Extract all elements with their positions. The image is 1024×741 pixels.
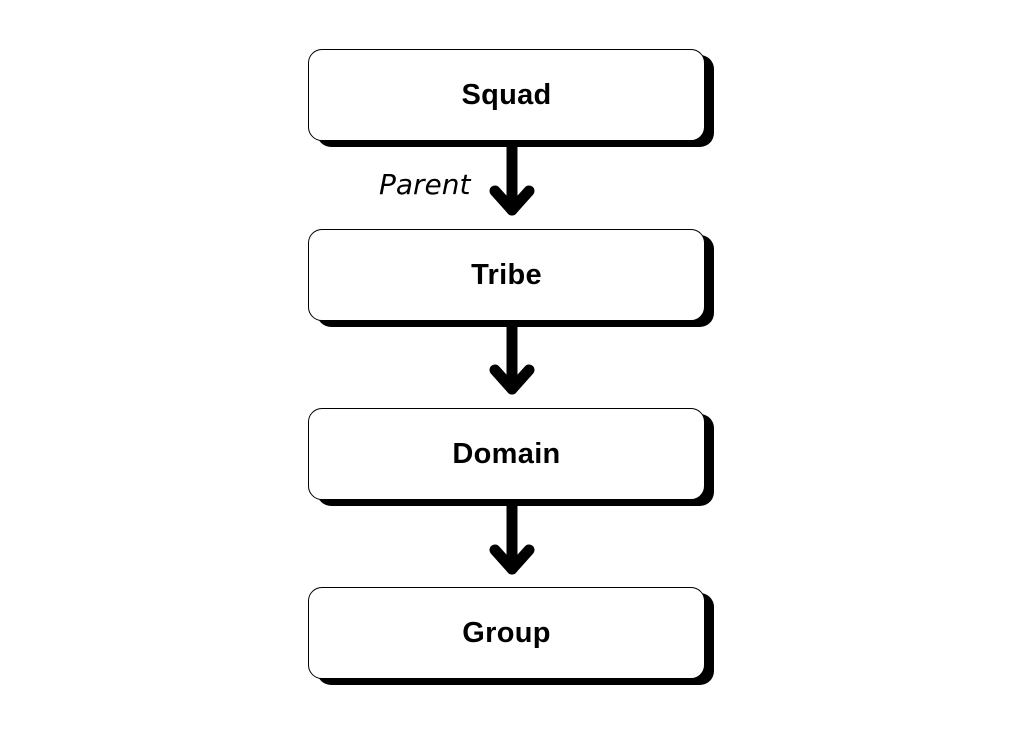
node-label-domain: Domain bbox=[452, 437, 561, 470]
arrow-domain-to-group bbox=[489, 500, 535, 575]
arrow-tribe-to-domain bbox=[489, 321, 535, 395]
node-label-group: Group bbox=[462, 616, 551, 649]
node-tribe: Tribe bbox=[308, 229, 705, 321]
edge-label-parent: Parent bbox=[379, 168, 471, 201]
node-squad: Squad bbox=[308, 49, 705, 141]
node-domain: Domain bbox=[308, 408, 705, 500]
node-label-tribe: Tribe bbox=[471, 258, 542, 291]
node-label-squad: Squad bbox=[461, 78, 552, 111]
node-group: Group bbox=[308, 587, 705, 679]
arrow-squad-to-tribe bbox=[489, 142, 535, 216]
